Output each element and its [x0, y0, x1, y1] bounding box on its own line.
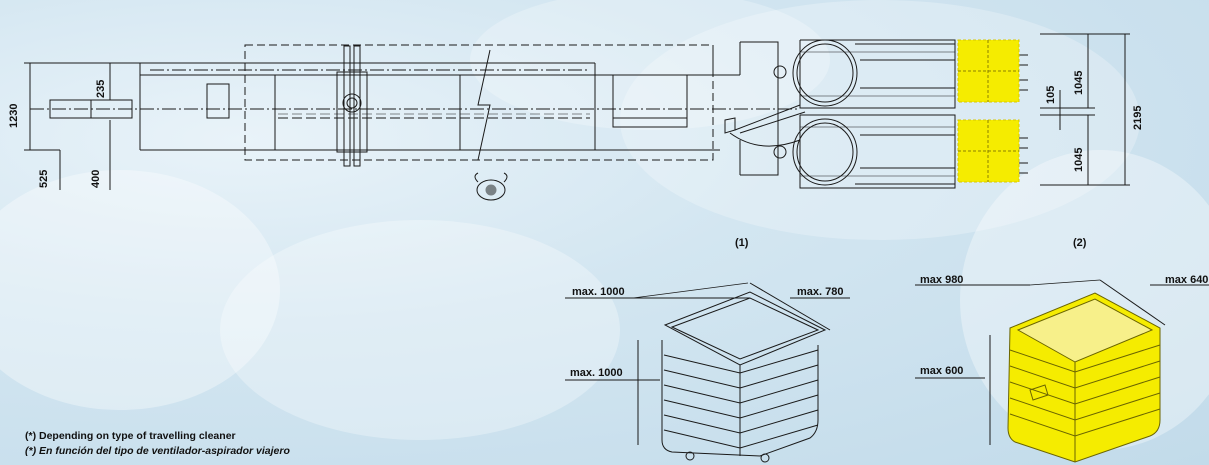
container-1-depth: max. 780 [797, 286, 843, 298]
left-dimension-lines [24, 62, 140, 190]
container-2-drawing [915, 279, 1209, 463]
dim-1045-bottom: 1045 [1073, 148, 1085, 172]
yellow-containers-plan [957, 39, 1020, 183]
container-2-number: (2) [1073, 237, 1087, 249]
footnote-spanish: (*) En función del tipo de ventilador-as… [25, 445, 290, 457]
right-dimension-lines [1040, 33, 1130, 186]
container-1-number: (1) [735, 237, 749, 249]
container-1-drawing [565, 282, 850, 463]
operator-figure-icon [474, 172, 508, 201]
dim-1230: 1230 [8, 104, 20, 128]
container-2-depth: max 640 [1165, 274, 1208, 286]
footnote-english: (*) Depending on type of travelling clea… [25, 430, 236, 442]
dim-2195: 2195 [1132, 106, 1144, 130]
machine-body [30, 44, 800, 201]
dim-105: 105 [1045, 86, 1057, 104]
container-1-width: max. 1000 [572, 286, 625, 298]
dim-1045-top: 1045 [1073, 71, 1085, 95]
dim-525: 525 [38, 170, 50, 188]
container-1-height: max. 1000 [570, 367, 623, 379]
dim-400: 400 [90, 170, 102, 188]
container-2-width: max 980 [920, 274, 963, 286]
container-2-height: max 600 [920, 365, 963, 377]
dim-235: 235 [95, 80, 107, 98]
